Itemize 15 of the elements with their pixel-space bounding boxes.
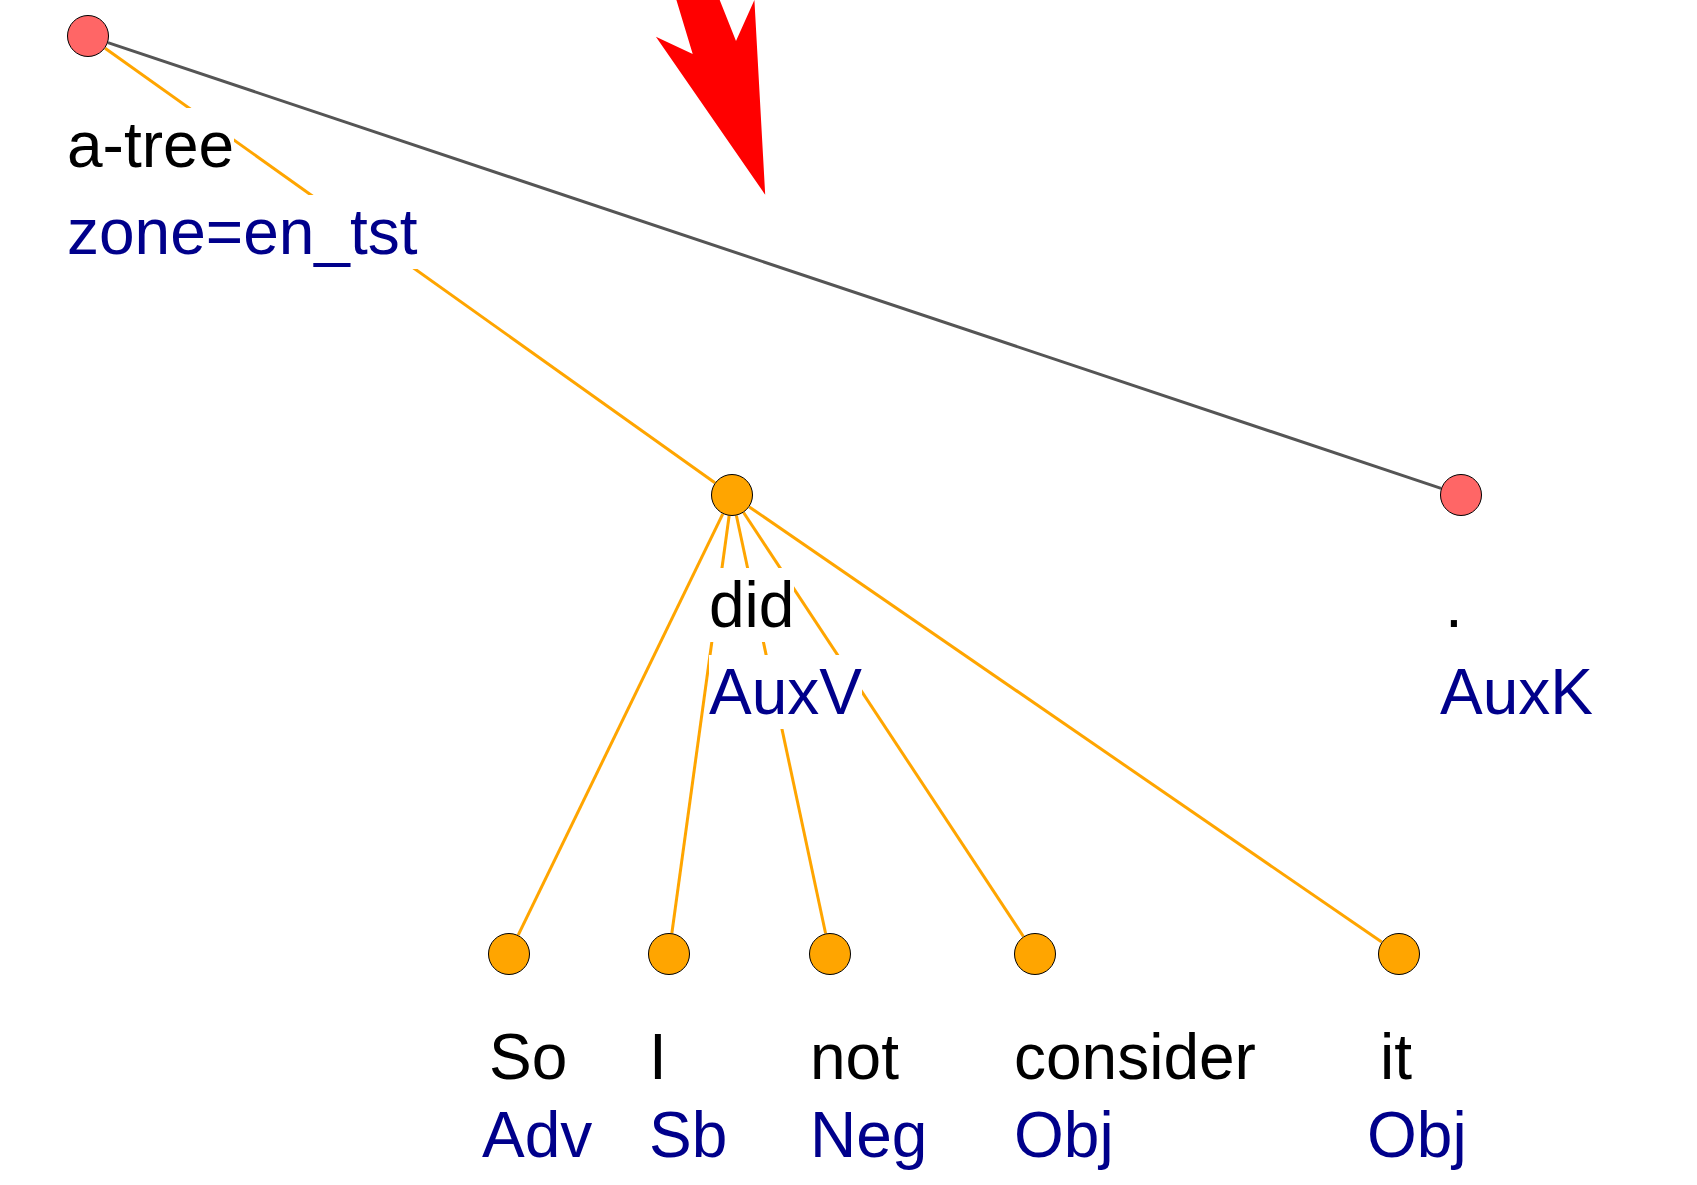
tree-edge: [107, 41, 1442, 490]
tree-node-circle: [488, 933, 530, 975]
function-label: zone=en_tst: [67, 195, 418, 269]
tree-edge: [742, 511, 1025, 938]
tree-edge: [516, 513, 725, 936]
tree-node-circle: [809, 933, 851, 975]
tree-node-circle: [1440, 474, 1482, 516]
tree-node-circle: [1014, 933, 1056, 975]
tree-node-circle: [1378, 933, 1420, 975]
tree-edge: [748, 505, 1383, 944]
tree-node-circle: [648, 933, 690, 975]
tree-node-circle: [711, 474, 753, 516]
node-label: did: [709, 568, 795, 642]
tree-node-circle: [67, 15, 109, 57]
function-label: AuxV: [709, 655, 862, 729]
